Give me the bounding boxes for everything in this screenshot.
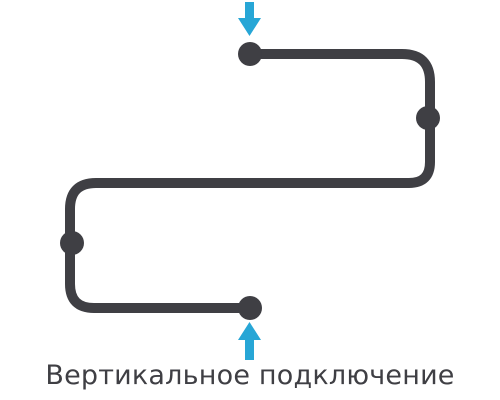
right-node [416, 106, 440, 130]
left-node [60, 231, 84, 255]
arrow-up-icon [238, 322, 261, 360]
diagram-caption: Вертикальное подключение [45, 360, 455, 391]
arrow-down-icon [238, 2, 261, 36]
outlet-node [238, 296, 262, 320]
serpentine-pipe [65, 49, 435, 313]
inlet-node [238, 42, 262, 66]
